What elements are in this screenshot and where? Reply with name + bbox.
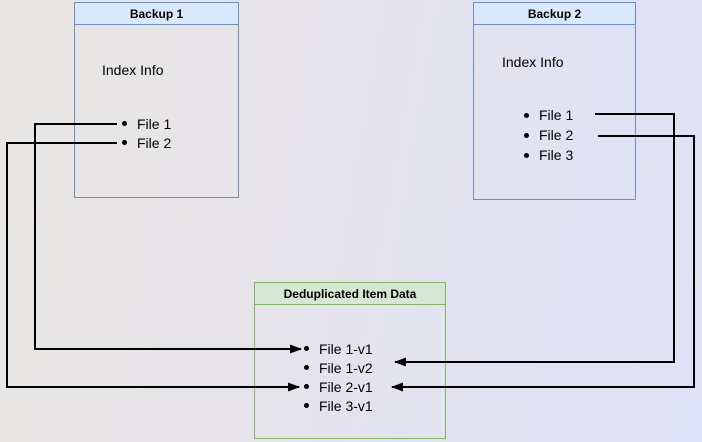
backup2-file-list: File 1 File 2 File 3 — [524, 105, 573, 165]
bullet-icon — [524, 132, 529, 138]
list-item-label: File 3 — [539, 147, 574, 163]
bullet-icon — [122, 140, 127, 145]
list-item-label: File 2 — [539, 127, 574, 143]
list-item: File 3 — [524, 145, 573, 165]
bullet-icon — [304, 403, 309, 408]
list-item-label: File 1-v1 — [319, 340, 373, 357]
bullet-icon — [524, 112, 529, 118]
bullet-icon — [304, 346, 309, 351]
list-item-label: File 3-v1 — [319, 397, 373, 414]
list-item: File 2-v1 — [304, 377, 373, 396]
list-item: File 2 — [524, 125, 573, 145]
dedup-box: Deduplicated Item Data File 1-v1 File 1-… — [254, 282, 446, 439]
bullet-icon — [122, 121, 127, 126]
list-item-label: File 2-v1 — [319, 378, 373, 395]
dedup-title: Deduplicated Item Data — [255, 283, 445, 305]
list-item: File 1-v1 — [304, 339, 373, 358]
list-item: File 1 — [524, 105, 573, 125]
bullet-icon — [304, 365, 309, 370]
list-item: File 1 — [122, 114, 171, 133]
backup1-index-info-label: Index Info — [102, 62, 164, 78]
list-item: File 2 — [122, 133, 171, 152]
list-item: File 3-v1 — [304, 396, 373, 415]
backup2-index-info-label: Index Info — [502, 54, 564, 70]
backup1-box: Backup 1 Index Info File 1 File 2 — [74, 2, 239, 198]
list-item: File 1-v2 — [304, 358, 373, 377]
list-item-label: File 1 — [137, 115, 172, 132]
backup1-file-list: File 1 File 2 — [122, 114, 171, 152]
bullet-icon — [304, 384, 309, 389]
dedup-item-list: File 1-v1 File 1-v2 File 2-v1 File 3-v1 — [304, 339, 373, 415]
bullet-icon — [524, 152, 529, 158]
backup2-title: Backup 2 — [474, 3, 635, 25]
backup2-box: Backup 2 Index Info File 1 File 2 File 3 — [473, 2, 636, 200]
backup1-title: Backup 1 — [75, 3, 238, 25]
list-item-label: File 1 — [539, 107, 574, 123]
list-item-label: File 2 — [137, 134, 172, 151]
list-item-label: File 1-v2 — [319, 359, 373, 376]
